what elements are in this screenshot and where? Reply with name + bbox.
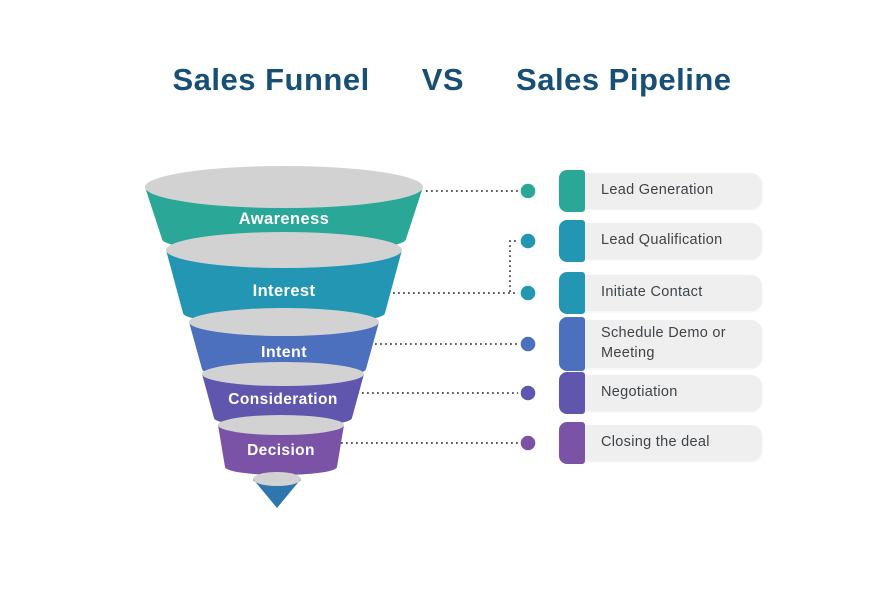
connector-dot-3 (520, 285, 536, 301)
funnel-stage-label-intent: Intent (261, 344, 307, 361)
funnel-stage-consideration (202, 374, 364, 427)
pipeline-item-label: Schedule Demo or Meeting (601, 325, 726, 361)
title-right: Sales Pipeline (516, 62, 732, 97)
pipeline-item-negotiation: Negotiation (559, 372, 762, 414)
funnel-tip-top-ellipse (253, 472, 301, 486)
connector-lines (341, 190, 518, 444)
pipeline-item-initiate-contact: Initiate Contact (559, 272, 762, 314)
funnel-top-ellipse-decision (218, 415, 344, 435)
connector-elbow-2 (509, 240, 518, 292)
pipeline-item-schedule-demo: Schedule Demo or Meeting (559, 317, 762, 371)
pipeline-item-tab (559, 422, 585, 464)
pipeline-item-tab (559, 317, 585, 371)
pipeline-item-tab (559, 372, 585, 414)
title-vs: VS (421, 62, 465, 97)
funnel-stage-label-interest: Interest (253, 282, 316, 300)
pipeline-item-label: Closing the deal (601, 434, 710, 451)
pipeline-item-lead-generation: Lead Generation (559, 170, 762, 212)
funnel-top-ellipse-consideration (202, 362, 364, 386)
funnel-stage-decision (218, 425, 344, 475)
funnel-stage-label-consideration: Consideration (228, 391, 337, 408)
pipeline-item-closing-the-deal: Closing the deal (559, 422, 762, 464)
connector-dot-2 (520, 233, 536, 249)
pipeline-item-label: Lead Generation (601, 182, 714, 199)
pipeline-item-lead-qualification: Lead Qualification (559, 220, 762, 262)
pipeline-item-tab (559, 220, 585, 262)
funnel-top-ellipse-interest (166, 232, 402, 268)
pipeline-item-tab (559, 272, 585, 314)
funnel-stage-interest (166, 250, 402, 325)
connector-dot-5 (520, 385, 536, 401)
pipeline-item-tab (559, 170, 585, 212)
connector-dot-6 (520, 435, 536, 451)
funnel-top-ellipse-awareness (145, 166, 423, 208)
pipeline-item-label: Initiate Contact (601, 284, 703, 301)
pipeline-item-label: Negotiation (601, 384, 678, 401)
funnel-tip-icon (253, 479, 301, 508)
page-title: Sales Funnel VS Sales Pipeline (10, 62, 884, 98)
pipeline-item-label: Lead Qualification (601, 232, 723, 249)
title-left: Sales Funnel (172, 62, 370, 97)
connector-dot-1 (520, 183, 536, 199)
funnel-stage-label-decision: Decision (247, 442, 315, 459)
funnel-stage-label-awareness: Awareness (239, 210, 329, 228)
funnel-top-ellipse-intent (189, 308, 379, 336)
connector-dot-4 (520, 336, 536, 352)
